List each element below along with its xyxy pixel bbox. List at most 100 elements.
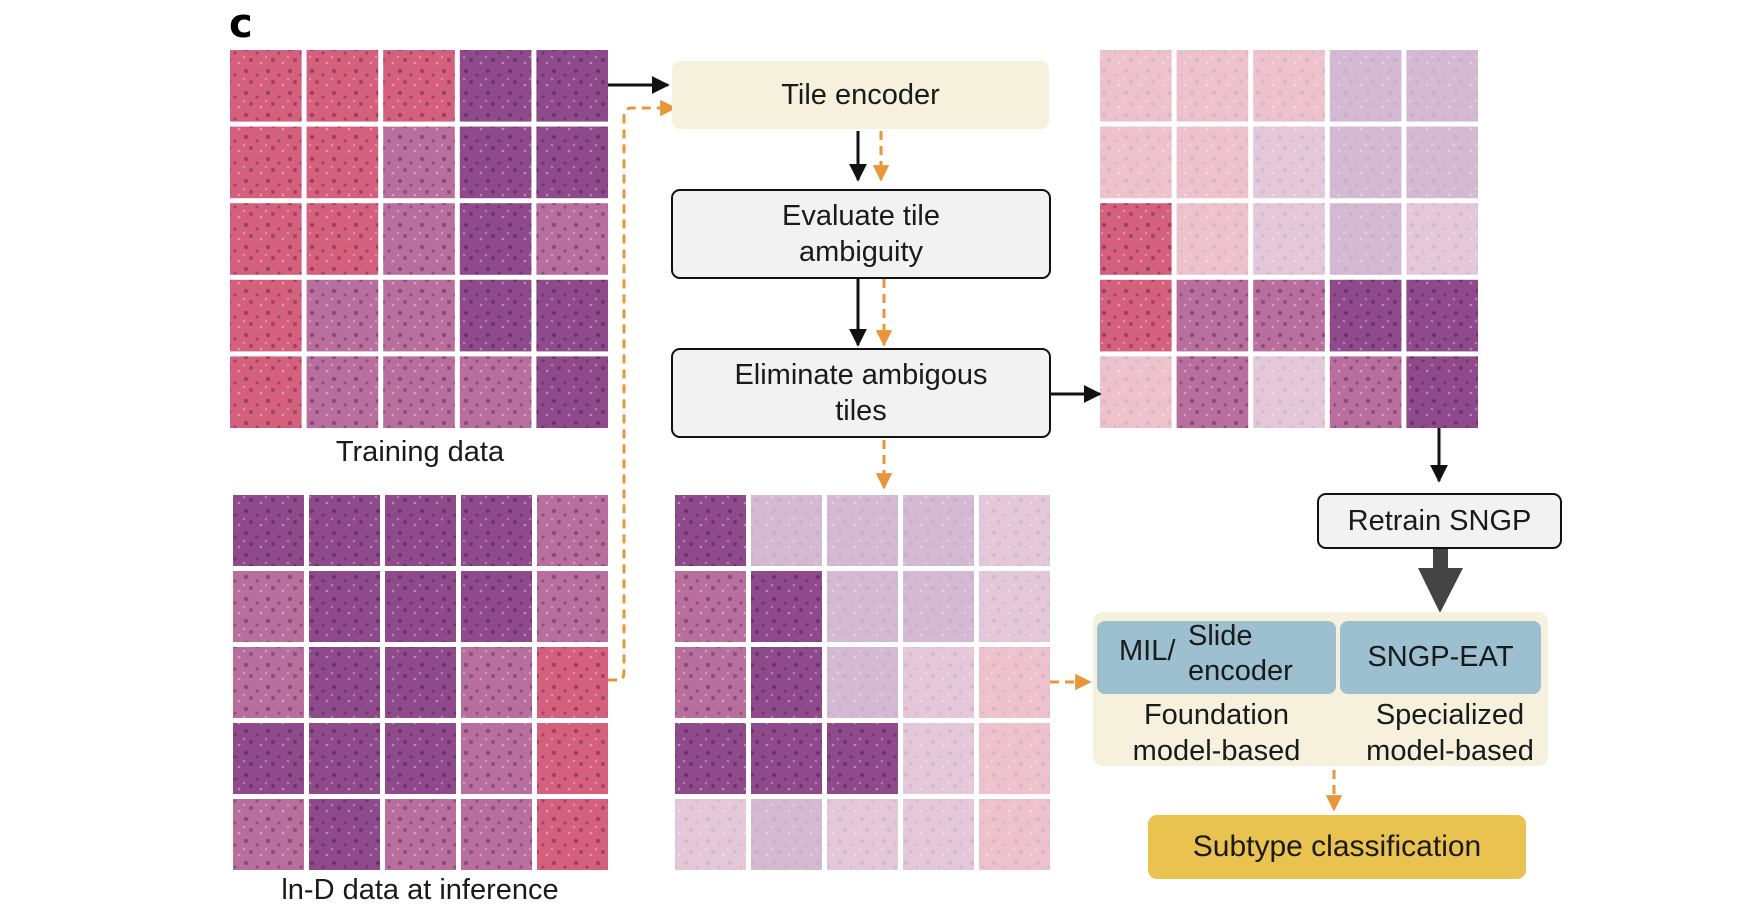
tile: [751, 571, 822, 642]
training-flow-arrows: [608, 76, 1448, 483]
arrow-inference-to-encoder: [608, 99, 677, 682]
tile: [537, 647, 608, 718]
tile: [1176, 126, 1249, 199]
tile: [537, 723, 608, 794]
evaluate-label-line2: ambiguity: [798, 236, 924, 268]
eliminate-label-line1: Eliminate ambigous: [734, 358, 988, 391]
tile: [309, 647, 380, 718]
slide-encoder-label: Slide encoder: [1188, 619, 1293, 689]
tile: [979, 723, 1050, 794]
training-tile-grid: [230, 50, 608, 428]
tile: [827, 647, 898, 718]
tile: [1406, 203, 1478, 275]
tile: [383, 126, 455, 199]
tile: [1176, 50, 1249, 122]
tile: [751, 647, 822, 718]
filtered-inference-tile-grid: [675, 495, 1050, 870]
tile: [903, 647, 974, 718]
tile: [979, 799, 1050, 870]
tile: [385, 571, 456, 642]
tile: [1406, 356, 1478, 428]
tile-encoder-box: Tile encoder: [672, 61, 1049, 129]
tile: [1253, 203, 1325, 275]
tile: [309, 571, 380, 642]
tile: [459, 126, 532, 199]
tile: [1100, 356, 1172, 428]
subtype-classification-box: Subtype classification: [1148, 815, 1526, 879]
sngp-eat-label: SNGP-EAT: [1367, 641, 1514, 673]
tile: [230, 203, 302, 275]
tile: [979, 495, 1050, 566]
tile: [1176, 279, 1249, 352]
mil-label: MIL/: [1119, 635, 1176, 667]
tile: [903, 495, 974, 566]
tile-encoder-label: Tile encoder: [781, 78, 940, 111]
retrain-sngp-box: Retrain SNGP: [1317, 493, 1562, 549]
tile: [383, 356, 455, 428]
tile: [233, 799, 304, 870]
tile: [1406, 126, 1478, 199]
tile: [827, 495, 898, 566]
tile: [1100, 126, 1172, 199]
slide-label: Slide: [1188, 620, 1253, 652]
retrain-sngp-label: Retrain SNGP: [1347, 504, 1532, 537]
tile: [233, 495, 304, 566]
tile: [751, 495, 822, 566]
tile: [385, 647, 456, 718]
tile: [233, 723, 304, 794]
inference-data-caption: ln-D data at inference: [281, 874, 559, 906]
tile: [1329, 50, 1402, 122]
inference-flow-arrows: [608, 99, 1343, 812]
tile: [383, 203, 455, 275]
tile: [383, 50, 455, 122]
tile: [1176, 203, 1249, 275]
inference-tile-grid: [233, 495, 608, 870]
tile: [827, 571, 898, 642]
foundation-line2: model-based: [1132, 735, 1301, 768]
tile: [675, 495, 746, 566]
tile: [230, 50, 302, 122]
specialized-model-caption: Specialized model-based: [1340, 697, 1560, 770]
tile: [230, 126, 302, 199]
tile: [1329, 203, 1402, 275]
tile: [979, 571, 1050, 642]
tile: [385, 799, 456, 870]
tile: [675, 647, 746, 718]
evaluate-label-line1: Evaluate tile: [782, 199, 940, 232]
encoder-label: encoder: [1188, 654, 1293, 687]
training-data-caption: Training data: [335, 436, 505, 468]
tile: [461, 723, 532, 794]
tile: [1253, 279, 1325, 352]
tile: [751, 799, 822, 870]
tile: [1176, 356, 1249, 428]
foundation-model-caption: Foundation model-based: [1097, 697, 1336, 770]
tile: [306, 279, 379, 352]
tile: [309, 723, 380, 794]
tile: [1100, 279, 1172, 352]
tile: [309, 495, 380, 566]
tile: [537, 495, 608, 566]
panel-label: c: [229, 1, 253, 47]
tile: [1406, 50, 1478, 122]
tile: [675, 571, 746, 642]
tile: [461, 799, 532, 870]
tile: [383, 279, 455, 352]
tile: [309, 799, 380, 870]
tile: [1329, 279, 1402, 352]
tile: [827, 799, 898, 870]
tile: [233, 647, 304, 718]
tile: [536, 203, 608, 275]
tile: [461, 571, 532, 642]
tile: [1253, 50, 1325, 122]
tile: [751, 723, 822, 794]
tile: [903, 571, 974, 642]
tile: [459, 279, 532, 352]
tile: [1253, 126, 1325, 199]
tile: [1329, 126, 1402, 199]
evaluate-ambiguity-box: Evaluate tile ambiguity: [671, 189, 1051, 279]
tile: [306, 203, 379, 275]
tile: [903, 723, 974, 794]
sngp-eat-box: SNGP-EAT: [1340, 621, 1541, 694]
tile: [230, 356, 302, 428]
tile: [1100, 203, 1172, 275]
